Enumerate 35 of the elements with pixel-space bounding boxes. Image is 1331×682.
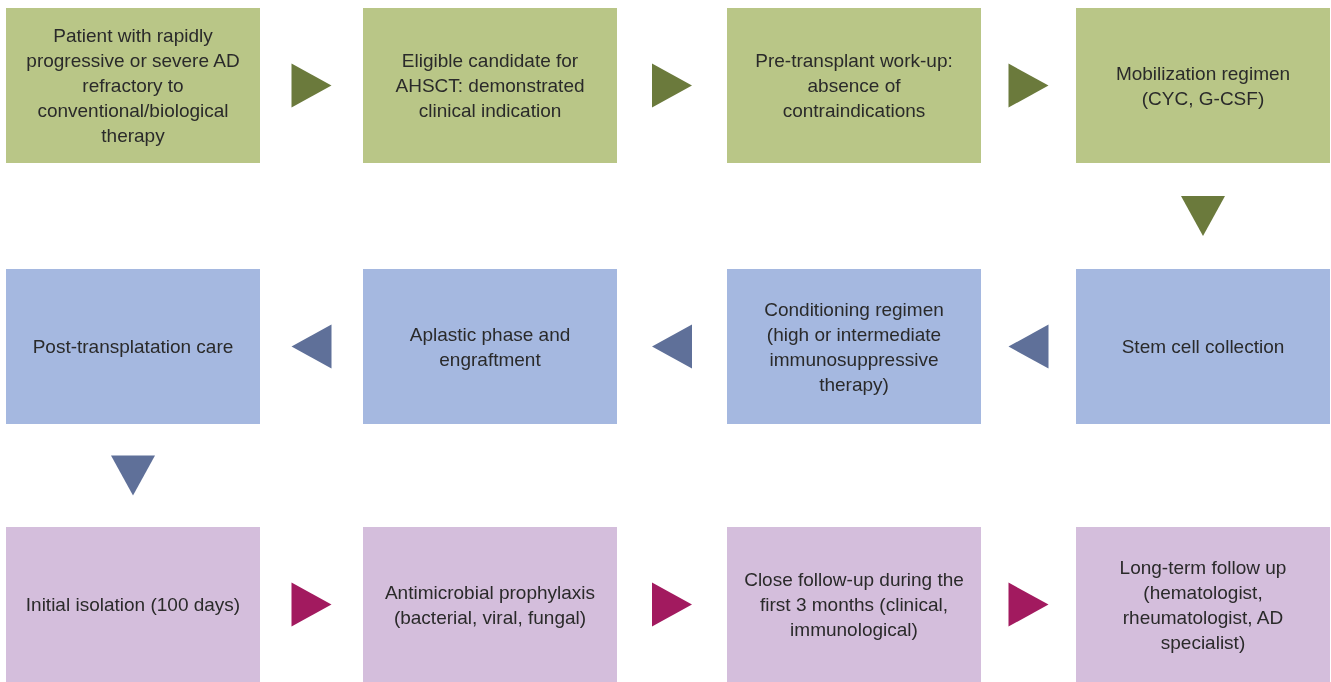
process-box (6, 8, 260, 163)
arrow (1181, 196, 1225, 236)
process-box (6, 269, 260, 424)
process-box (363, 527, 617, 682)
arrow (652, 63, 692, 108)
process-box (363, 8, 617, 163)
process-box (363, 269, 617, 424)
arrow (1008, 582, 1049, 627)
step-text: Close follow-up during the first 3 months (clinical, immunological) (743, 568, 965, 642)
step-text: Pre-transplant work-up: absence of contraindications (754, 49, 954, 123)
arrow (652, 582, 692, 627)
arrow (1008, 63, 1049, 108)
step-text: Patient with rapidly progressive or severe AD refractory to conventional/biological therapy (25, 24, 241, 148)
arrow (291, 324, 332, 369)
arrow (291, 582, 332, 627)
step-text: Initial isolation (100 days) (25, 593, 241, 617)
arrow (652, 324, 692, 369)
step-text: Aplastic phase and engraftment (408, 322, 572, 372)
process-box (1076, 8, 1330, 163)
step-text: Stem cell collection (1121, 335, 1285, 359)
step-text: Mobilization regimen (CYC, G-CSF) (1114, 61, 1292, 111)
process-box (727, 8, 981, 163)
step-text: Long-term follow up (hematologist, rheumatologist, AD specialist) (1118, 555, 1288, 655)
step-text: Eligible candidate for AHSCT: demonstrated clinical indication (394, 49, 586, 123)
step-text: Antimicrobial prophylaxis (bacterial, viral, fungal) (383, 580, 597, 630)
process-box (727, 527, 981, 682)
process-box (6, 527, 260, 682)
arrow (111, 455, 155, 496)
process-box (727, 269, 981, 424)
arrow (1008, 324, 1049, 369)
process-box (1076, 527, 1330, 682)
step-text: Conditioning regimen (high or intermediate immunosuppressive therapy) (763, 297, 945, 397)
process-box (1076, 269, 1330, 424)
step-text: Post-transplatation care (32, 335, 234, 359)
arrow (291, 63, 332, 108)
